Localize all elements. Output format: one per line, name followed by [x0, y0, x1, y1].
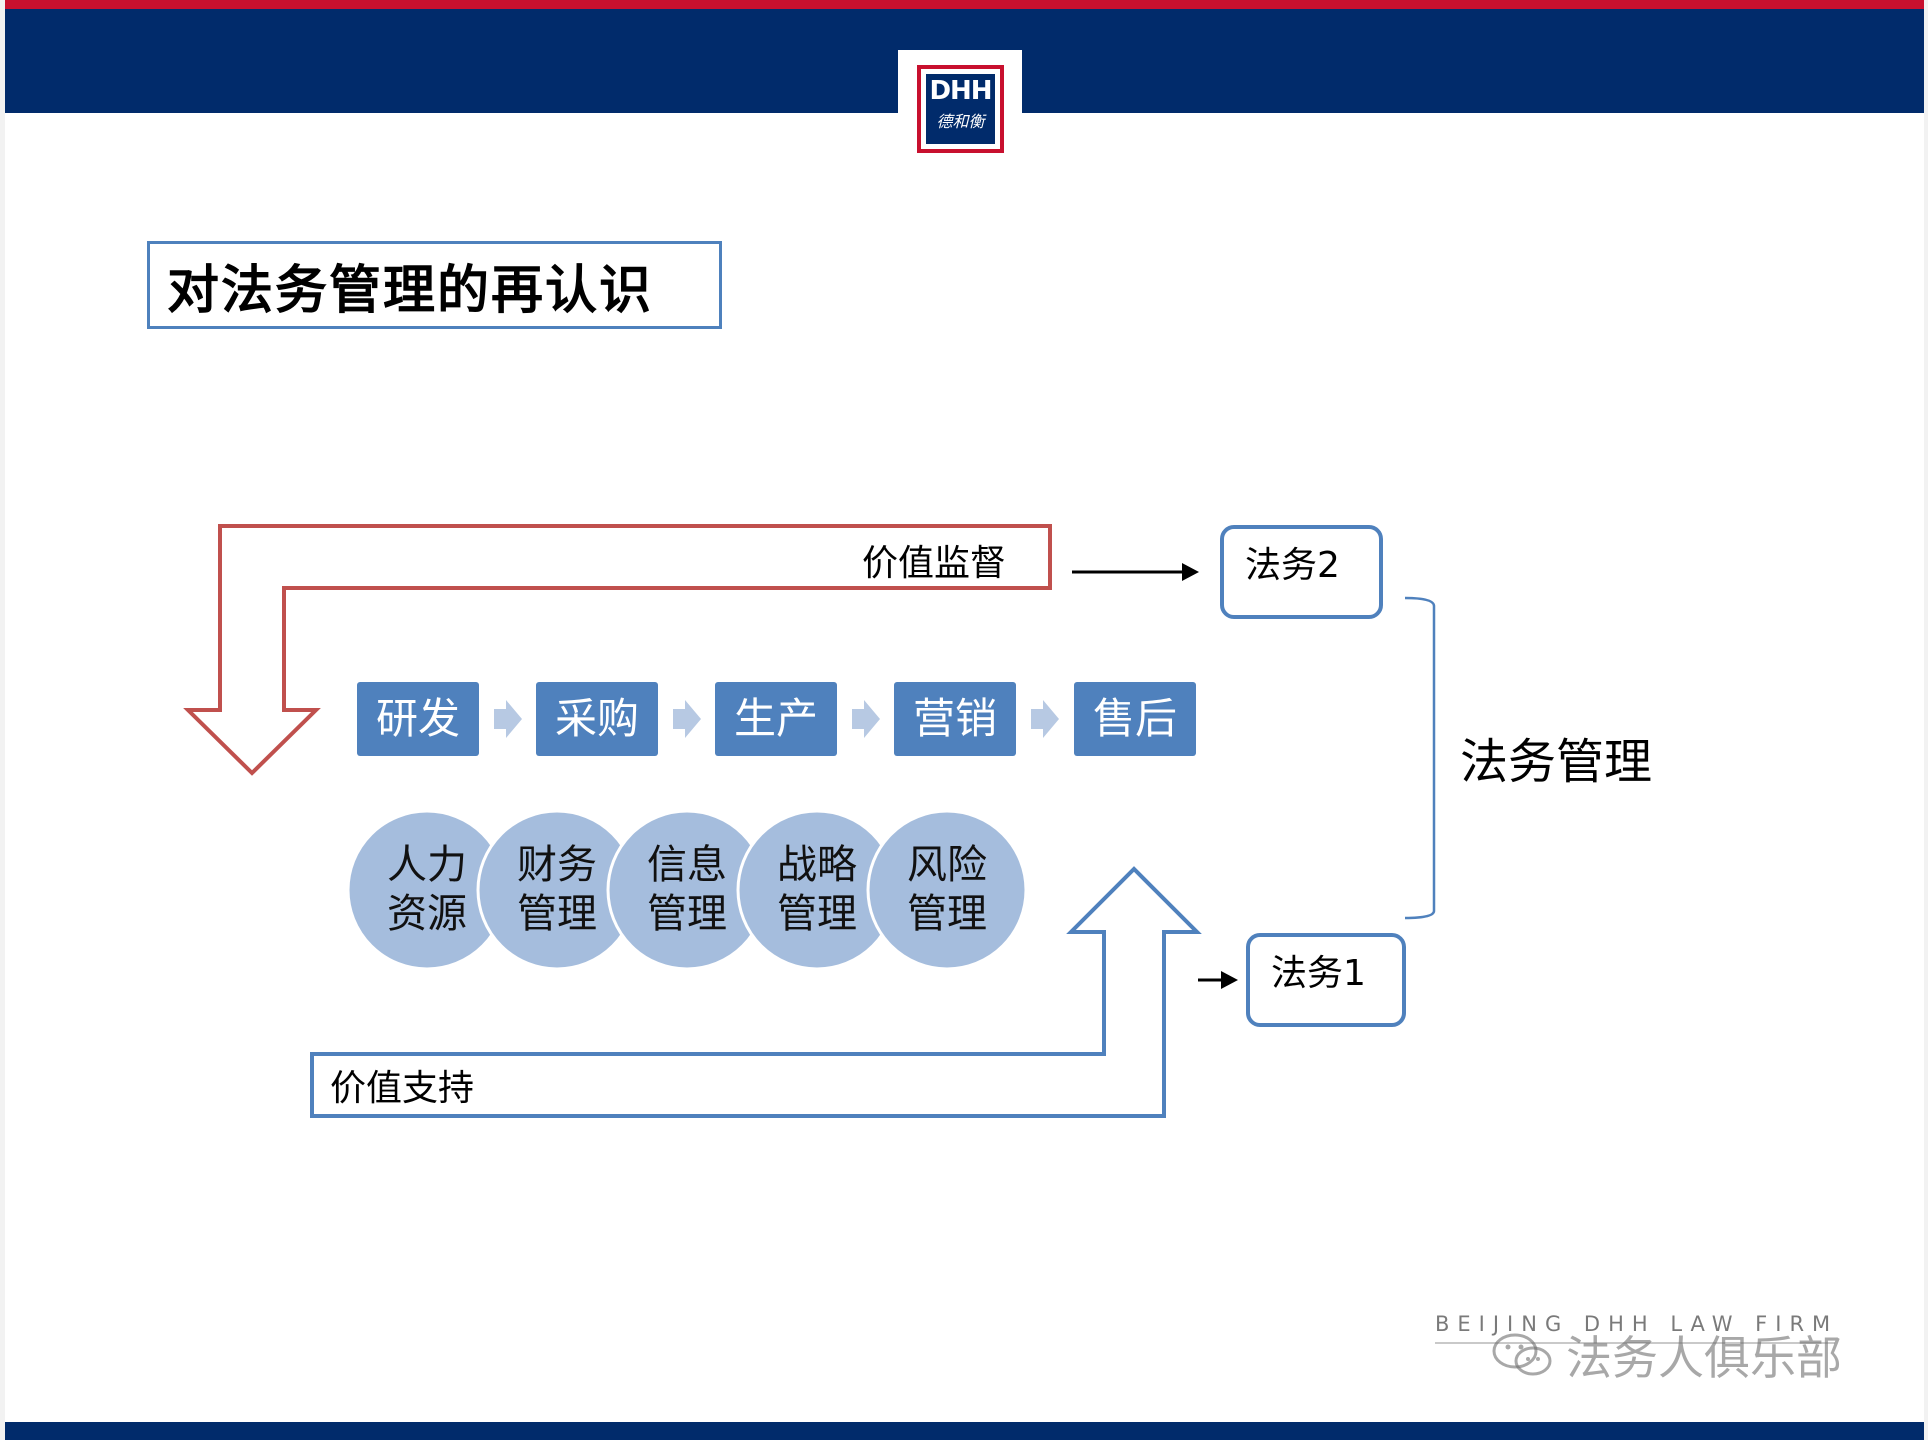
chevron-right-icon: [1031, 700, 1059, 738]
value-support-label: 价值支持: [330, 1068, 474, 1109]
logo-mark: DHH: [929, 76, 992, 106]
chevron-right-icon: [494, 700, 522, 738]
watermark-text: 法务人俱乐部: [1566, 1331, 1842, 1385]
slide-edge-right: [1924, 0, 1928, 1440]
logo-subtext: 德和衡: [936, 112, 985, 131]
support-function-line1: 风险: [907, 842, 987, 888]
support-function-line1: 战略: [777, 842, 857, 888]
title-box: 对法务管理的再认识: [147, 241, 722, 329]
legal2-label: 法务2: [1245, 545, 1340, 586]
wechat-icon: [1492, 1333, 1552, 1376]
support-function-line2: 管理: [517, 891, 597, 937]
page-title: 对法务管理的再认识: [167, 260, 654, 321]
logo-inner: DHH 德和衡: [926, 74, 995, 144]
process-step-box: [357, 682, 479, 756]
support-function-line2: 管理: [647, 891, 727, 937]
value-supervision-arrow: [183, 524, 1052, 776]
process-step-box: [1074, 682, 1196, 756]
footer-divider: [1435, 1342, 1835, 1344]
support-function-line2: 管理: [777, 891, 857, 937]
arrowhead-icon: [1182, 563, 1199, 581]
process-step-label: 生产: [734, 694, 818, 743]
process-step-label: 营销: [913, 694, 997, 743]
support-function-circle: [866, 809, 1028, 971]
watermark: 法务人俱乐部: [1490, 1320, 1842, 1390]
chevron-right-icon: [852, 700, 880, 738]
support-function-line1: 人力: [387, 842, 467, 888]
support-function-line1: 财务: [517, 842, 597, 888]
process-flow: 研发 采购 生产 营销 售后: [357, 682, 1196, 756]
support-function-line2: 资源: [387, 891, 467, 937]
arrowhead-icon: [1221, 971, 1238, 989]
firm-logo: DHH 德和衡: [917, 65, 1004, 153]
legal1-box: [1246, 933, 1406, 1027]
footer-band: [5, 1422, 1924, 1440]
process-step-box: [715, 682, 837, 756]
process-step-box: [536, 682, 658, 756]
support-function-line1: 信息: [647, 842, 727, 888]
support-functions: 人力 资源 财务 管理 信息 管理 战略 管理 风险 管理: [346, 809, 1028, 971]
slide-edge-left: [0, 0, 5, 1440]
process-step-label: 研发: [376, 694, 460, 743]
value-supervision-label: 价值监督: [862, 543, 1006, 584]
legal2-box: [1220, 525, 1383, 619]
firm-name-footer: BEIJING DHH LAW FIRM: [1435, 1312, 1839, 1336]
chevron-right-icon: [673, 700, 701, 738]
process-step-label: 采购: [555, 694, 639, 743]
legal-management-label: 法务管理: [1460, 734, 1652, 790]
value-support-arrow: [310, 866, 1202, 1118]
process-step-box: [894, 682, 1016, 756]
legal1-label: 法务1: [1271, 953, 1366, 994]
support-function-line2: 管理: [907, 891, 987, 937]
legal-management-bracket: [1404, 596, 1436, 920]
header-red-stripe: [5, 0, 1924, 9]
process-step-label: 售后: [1093, 694, 1177, 743]
